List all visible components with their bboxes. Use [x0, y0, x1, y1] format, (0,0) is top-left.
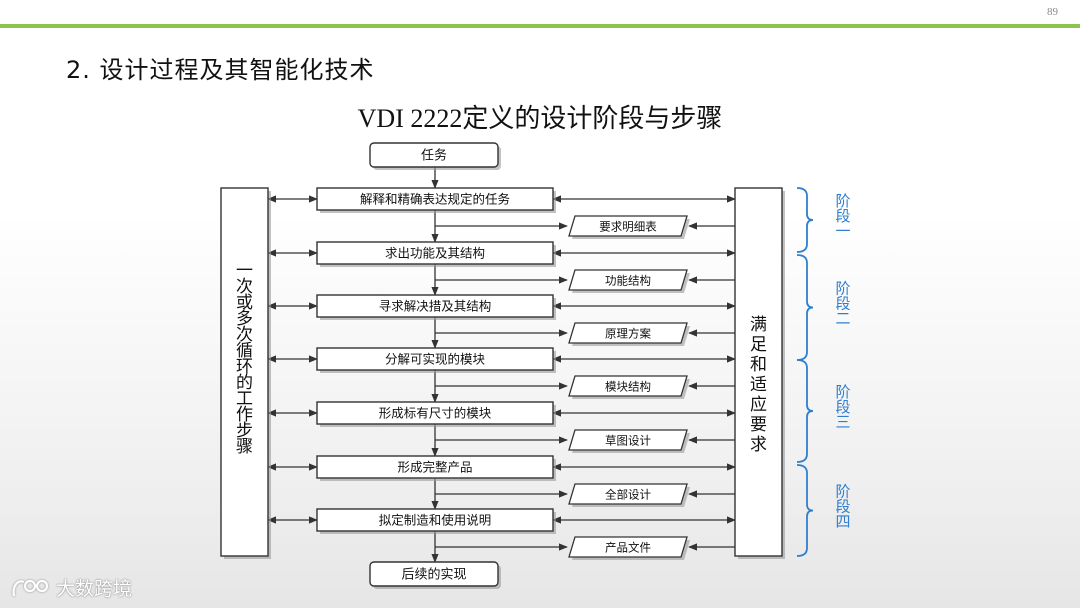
page-number: 89: [1047, 6, 1058, 18]
output-label-7: 产品文件: [605, 541, 651, 555]
end-box: [369, 561, 499, 587]
top-accent-bar: [0, 24, 1080, 28]
step-label-7: 拟定制造和使用说明: [379, 513, 492, 528]
step-label-3: 寻求解决措及其结构: [379, 299, 492, 314]
output-box-1: [568, 215, 688, 237]
end-label: 后续的实现: [401, 567, 466, 583]
watermark-logo-icon: [12, 579, 49, 596]
watermark-text: 大数跨境: [56, 578, 133, 600]
step-box-6: [316, 455, 554, 479]
phase-label-2: 阶段二: [835, 280, 850, 328]
step-label-6: 形成完整产品: [397, 460, 472, 475]
phase-label-3: 阶段三: [835, 383, 850, 431]
phase-bracket-3: [796, 359, 814, 463]
right-column-label-text: 满足和适应要求: [750, 315, 767, 455]
phase-bracket-2: [796, 254, 814, 361]
left-column-label-text: 一次或多次循环的工作步骤: [236, 261, 253, 457]
output-box-6: [568, 483, 688, 505]
right-column-label: 满足和适应要求: [750, 315, 767, 455]
output-label-4: 模块结构: [605, 380, 651, 394]
phase-bracket-4: [796, 464, 814, 557]
step-box-3: [316, 294, 554, 318]
phase-label-4: 阶段四: [835, 483, 850, 531]
step-box-2: [316, 241, 554, 265]
watermark: 大数跨境: [10, 574, 132, 601]
phase-label-1: 阶段一: [835, 192, 850, 240]
left-column-box: [220, 187, 269, 557]
output-box-4: [568, 375, 688, 397]
output-box-5: [568, 429, 688, 451]
step-box-7: [316, 508, 554, 532]
output-label-5: 草图设计: [605, 434, 651, 448]
start-label: 任务: [421, 148, 447, 164]
step-label-2: 求出功能及其结构: [385, 246, 485, 261]
step-label-4: 分解可实现的模块: [385, 352, 486, 367]
output-box-7: [568, 536, 688, 558]
right-column-box: [734, 187, 783, 557]
phase-bracket-1: [796, 187, 814, 253]
output-box-3: [568, 322, 688, 344]
diagram-title: VDI 2222定义的设计阶段与步骤: [357, 104, 723, 133]
left-column-label: 一次或多次循环的工作步骤: [236, 261, 253, 457]
start-box: [369, 142, 499, 168]
output-label-2: 功能结构: [605, 274, 651, 288]
step-label-1: 解释和精确表达规定的任务: [360, 192, 510, 207]
step-label-5: 形成标有尺寸的模块: [379, 406, 492, 421]
output-box-2: [568, 269, 688, 291]
step-box-1: [316, 187, 554, 211]
output-label-6: 全部设计: [605, 488, 651, 502]
step-box-4: [316, 347, 554, 371]
slide-title: 2. 设计过程及其智能化技术: [66, 56, 375, 84]
output-label-3: 原理方案: [605, 327, 651, 341]
step-box-5: [316, 401, 554, 425]
output-label-1: 要求明细表: [599, 220, 657, 234]
